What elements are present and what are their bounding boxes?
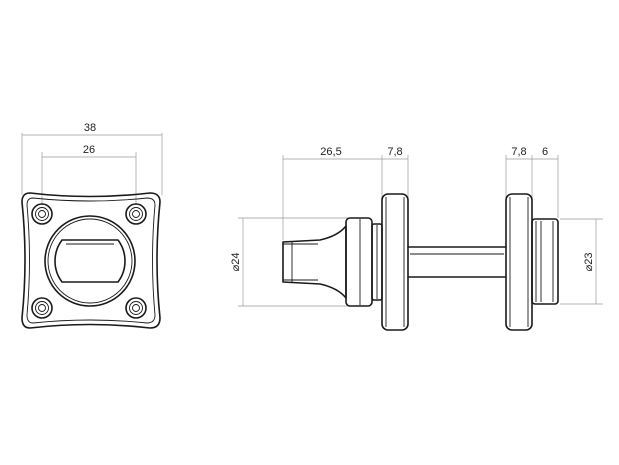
spindle: [407, 246, 507, 278]
screw-hole-top-right: [125, 203, 147, 225]
dimension-rose-thickness-right: 7,8: [505, 146, 533, 200]
square-rose-inner-outline: [26, 197, 156, 324]
front-view: 38 26: [21, 122, 163, 329]
square-rose-outline: [21, 192, 161, 329]
dimension-spindle-length: 26,5: [282, 146, 382, 240]
dimension-knob-thickness-label: 6: [542, 146, 548, 158]
right-rose: [505, 193, 533, 331]
dimension-rose-thickness-right-label: 7,8: [511, 146, 526, 158]
dimension-turn-diameter: ⌀24: [230, 217, 350, 307]
thumb-turn: [282, 225, 347, 299]
screw-hole-top-left: [31, 203, 53, 225]
screw-hole-bottom-left: [31, 297, 53, 319]
dimension-turn-diameter-label: ⌀24: [230, 253, 242, 272]
dimension-spindle-length-label: 26,5: [320, 146, 341, 158]
thumb-turn-collar: [345, 217, 383, 307]
central-ring-inner: [47, 218, 133, 304]
dimension-knob-diameter-label: ⌀23: [583, 253, 595, 272]
side-view: 26,5 7,8 7,8 6 ⌀24 ⌀23: [230, 146, 603, 331]
screw-hole-bottom-right: [125, 297, 147, 319]
central-ring-outer: [44, 215, 136, 307]
dimension-knob-thickness: 6: [532, 146, 559, 218]
indicator-window: [54, 239, 126, 283]
release-knob: [531, 218, 559, 305]
dimension-knob-diameter: ⌀23: [560, 218, 603, 305]
dimension-overall-width-label: 38: [84, 122, 96, 134]
dimension-overall-width: 38: [21, 122, 163, 195]
dimension-rose-thickness-left: 7,8: [381, 146, 409, 200]
dimension-hole-spacing-label: 26: [83, 144, 95, 156]
dimension-hole-spacing: 26: [41, 144, 137, 205]
dimension-rose-thickness-left-label: 7,8: [387, 146, 402, 158]
left-rose: [381, 193, 409, 331]
